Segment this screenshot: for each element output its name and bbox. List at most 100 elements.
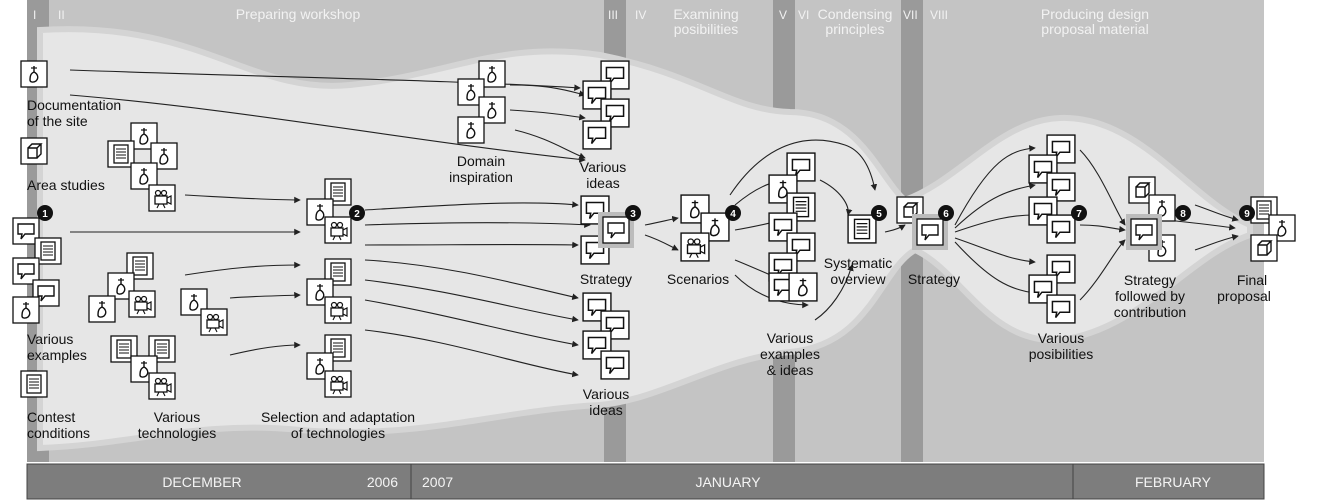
step-badge-9: 9 [1239,205,1255,221]
step-badge-4: 4 [725,205,741,221]
video-camera-icon [200,308,228,336]
area-studies-icon-group [20,137,48,165]
label-strategy-6: Strategy [908,271,960,287]
label-various-examples-line1: Various [27,331,73,347]
step-badge-7: 7 [1071,205,1087,221]
svg-text:9: 9 [1244,209,1250,220]
label-various-posibilities-line2: posibilities [1029,346,1094,362]
timeline-year-2007: 2007 [422,474,453,490]
label-various-examples-ideas-line1: Various [767,330,813,346]
speech-bubble-icon [602,216,630,244]
speech-bubble-icon [600,350,630,380]
svg-text:8: 8 [1180,209,1186,220]
label-area-studies: Area studies [27,177,105,193]
svg-text:7: 7 [1076,209,1082,220]
label-various-posibilities-line1: Various [1038,330,1084,346]
step-badges: 1 2 3 4 5 6 7 8 9 [37,205,1255,221]
svg-text:1: 1 [42,209,48,220]
video-camera-icon [324,216,352,244]
label-documentation-line1: Documentation [27,97,121,113]
label-domain-inspiration-line2: inspiration [449,169,513,185]
strategy-6-cluster [896,196,948,250]
step-badge-2: 2 [349,205,365,221]
phase-VI-title-line2: principles [825,21,884,37]
document-icon [107,140,135,168]
video-camera-icon [148,372,176,400]
contest-conditions-icon-group [20,370,48,398]
label-final-proposal-line2: proposal [1217,288,1271,304]
timeline-bar: DECEMBER 2006 2007 JANUARY FEBRUARY [26,463,1265,500]
flow-arrows [69,69,1239,378]
label-contest-conditions-line2: conditions [27,425,90,441]
label-various-examples-line2: examples [27,347,87,363]
label-various-ideas-bottom-line2: ideas [589,402,622,418]
systematic-overview-cluster [847,214,877,244]
timeline-february [1072,463,1265,500]
svg-text:5: 5 [876,209,882,220]
drawing-icon [788,272,818,302]
phase-VI-title-line1: Condensing [818,6,893,22]
phase-I-number: I [33,8,36,22]
svg-text:4: 4 [730,209,736,220]
timeline-december [26,463,412,500]
step-badge-8: 8 [1175,205,1191,221]
label-strategy-followed-line2: followed by [1115,288,1185,304]
label-contest-conditions-line1: Contest [27,409,75,425]
phase-VIII-title-line1: Producing design [1041,6,1149,22]
label-systematic-overview-line1: Systematic [824,255,892,271]
svg-text:3: 3 [630,209,636,220]
phase-VII-number: VII [903,8,918,22]
phase-IV-number: IV [635,8,646,22]
document-icon [847,214,877,244]
label-scenarios: Scenarios [667,271,729,287]
svg-text:2: 2 [354,209,360,220]
speech-bubble-icon [1046,214,1076,244]
label-strategy-3: Strategy [580,271,632,287]
phase-IV-title-line1: Examining [673,6,738,22]
label-documentation-line2: of the site [27,113,88,129]
svg-text:6: 6 [943,209,949,220]
video-camera-icon [324,296,352,324]
strategy-followed-cluster [1126,176,1176,262]
drawing-icon [88,295,116,323]
step-badge-6: 6 [938,205,954,221]
phase-VI-number: VI [798,8,809,22]
label-strategy-followed-line1: Strategy [1124,272,1176,288]
phase-II-title: Preparing workshop [236,6,361,22]
label-various-examples-ideas-line3: & ideas [767,362,814,378]
speech-bubble-icon [916,218,944,246]
label-various-technologies-line2: technologies [138,425,217,441]
speech-bubble-icon [582,120,612,150]
video-camera-icon [324,370,352,398]
label-various-examples-ideas-line2: examples [760,346,820,362]
phase-IV-title-line2: posibilities [674,21,739,37]
phase-II-number: II [58,8,65,22]
speech-bubble-icon [1046,294,1076,324]
label-various-ideas-top-line2: ideas [586,175,619,191]
label-systematic-overview-line2: overview [830,271,886,287]
timeline-december-label: DECEMBER [162,474,241,490]
phase-VIII-number: VIII [930,8,948,22]
step-badge-5: 5 [871,205,887,221]
step-badge-1: 1 [37,205,53,221]
video-camera-icon [128,290,156,318]
phase-VIII-title-line2: proposal material [1041,21,1148,37]
drawing-icon [20,60,48,88]
drawing-icon [457,116,485,144]
timeline-january-label: JANUARY [695,474,761,490]
label-selection-line1: Selection and adaptation [261,409,415,425]
phase-III-number: III [608,8,618,22]
cube-icon [20,137,48,165]
label-strategy-followed-line3: contribution [1114,304,1186,320]
timeline-year-2006: 2006 [367,474,398,490]
speech-bubble-icon [1130,218,1158,246]
label-selection-line2: of technologies [291,425,385,441]
label-various-technologies-line1: Various [154,409,200,425]
label-various-ideas-top-line1: Various [580,159,626,175]
cube-icon [1250,234,1278,262]
drawing-icon [12,296,40,324]
document-icon [20,370,48,398]
phase-V-number: V [779,8,787,22]
label-domain-inspiration-line1: Domain [457,153,505,169]
